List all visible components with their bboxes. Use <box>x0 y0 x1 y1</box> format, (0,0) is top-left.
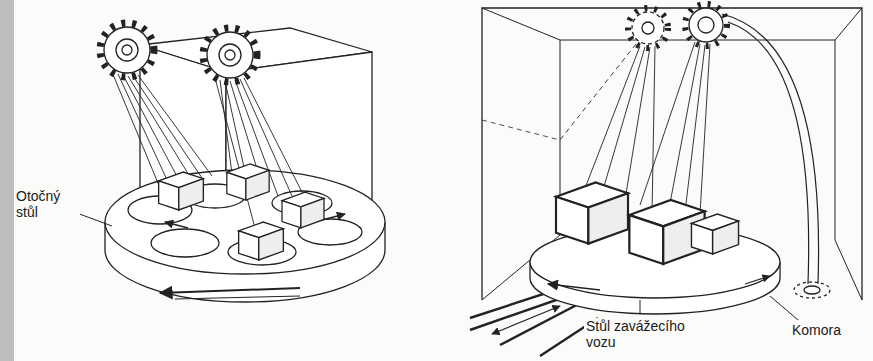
part-label: Stůl zavážecího vozu <box>584 318 718 350</box>
motion-arrow <box>322 214 345 220</box>
product-box <box>556 182 628 243</box>
radiation-source <box>203 28 257 82</box>
rotation-arrow <box>548 284 600 290</box>
rotation-arrow <box>745 276 770 284</box>
motion-arrow <box>165 222 188 228</box>
radiation-source <box>628 8 668 48</box>
radiation-rays <box>112 72 305 228</box>
leader-line <box>640 300 641 314</box>
source-storage <box>794 282 830 298</box>
scan-edge <box>0 0 14 361</box>
turntable-slot <box>151 229 219 257</box>
chamber-edges <box>482 8 862 300</box>
right-scene <box>470 4 862 356</box>
product-box <box>691 214 738 254</box>
radiation-source <box>100 23 154 77</box>
product-box <box>159 172 204 210</box>
product-box <box>227 164 269 200</box>
part-label: Komora <box>790 322 843 338</box>
chamber-outline <box>482 8 862 300</box>
rotation-arrow <box>160 288 300 293</box>
leader-line <box>770 296 798 320</box>
radiation-source <box>685 4 727 46</box>
rotation-arrow <box>175 296 300 299</box>
product-box <box>239 222 284 260</box>
left-scene <box>74 23 385 302</box>
chamber-edges <box>482 120 560 140</box>
source-guide <box>722 14 819 284</box>
product-box <box>282 192 324 228</box>
part-label: Otočný stůl <box>14 188 80 220</box>
